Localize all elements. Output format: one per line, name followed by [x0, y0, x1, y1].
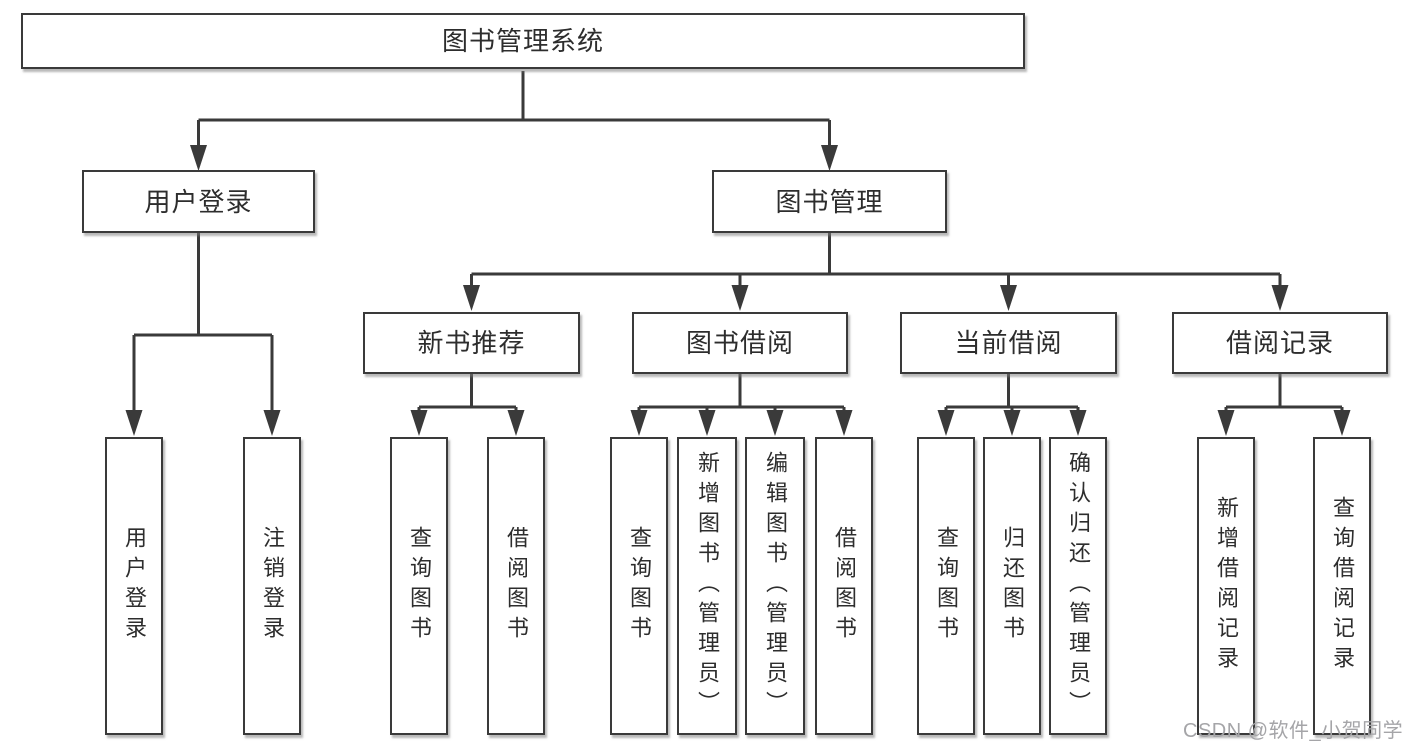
- csdn-watermark: CSDN @软件_小贺同学: [1183, 720, 1404, 742]
- leaf-query-books-borrowing: 查询图书: [610, 437, 668, 735]
- node-current-borrowing: 当前借阅: [900, 312, 1117, 374]
- node-book-management-system: 图书管理系统: [21, 13, 1025, 69]
- node-book-management: 图书管理: [712, 170, 947, 233]
- leaf-query-borrow-record: 查询借阅记录: [1313, 437, 1371, 735]
- leaf-query-books-current: 查询图书: [917, 437, 975, 735]
- leaf-confirm-return-admin: 确认归还（管理员）: [1049, 437, 1107, 735]
- leaf-borrow-books-borrowing: 借阅图书: [815, 437, 873, 735]
- leaf-user-login: 用户登录: [105, 437, 163, 735]
- leaf-borrow-books-recommend: 借阅图书: [487, 437, 545, 735]
- arrowheads: [125, 145, 1351, 436]
- leaf-query-books-recommend: 查询图书: [390, 437, 448, 735]
- leaf-edit-book-admin: 编辑图书（管理员）: [745, 437, 805, 735]
- node-book-borrowing: 图书借阅: [632, 312, 848, 374]
- leaf-logout: 注销登录: [243, 437, 301, 735]
- leaf-add-book-admin: 新增图书（管理员）: [677, 437, 737, 735]
- node-borrowing-records: 借阅记录: [1172, 312, 1388, 374]
- node-user-login: 用户登录: [82, 170, 315, 233]
- leaf-add-borrow-record: 新增借阅记录: [1197, 437, 1255, 735]
- node-new-book-recommendation: 新书推荐: [363, 312, 580, 374]
- leaf-return-books: 归还图书: [983, 437, 1041, 735]
